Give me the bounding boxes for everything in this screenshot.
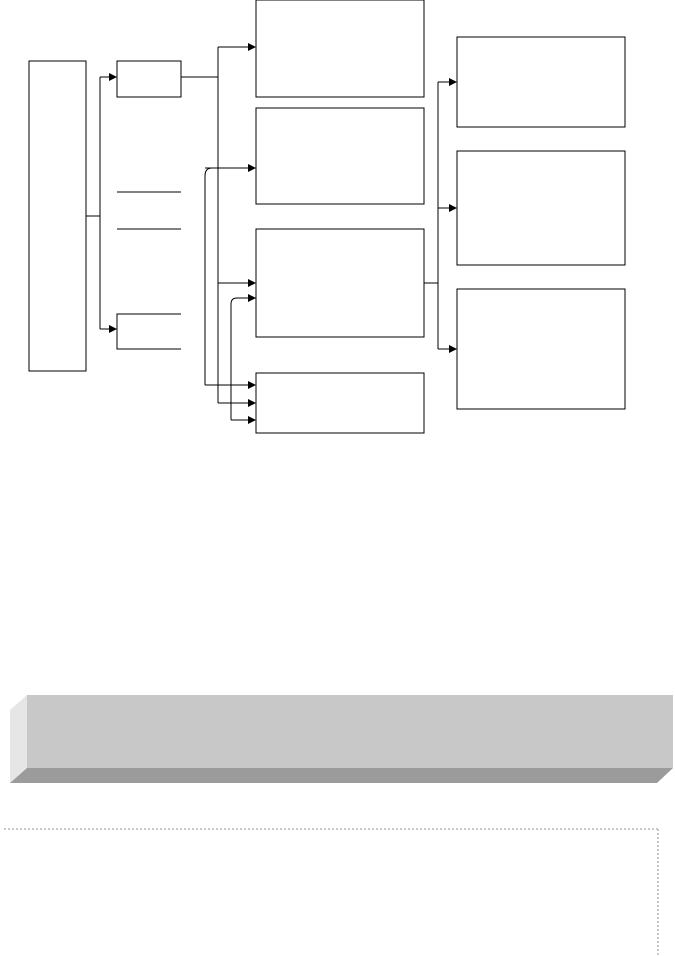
box-level2-b — [255, 107, 425, 205]
curved-connector — [204, 167, 255, 385]
dashed-frame — [4, 828, 659, 956]
box-root — [28, 60, 87, 372]
box-level3-a — [456, 36, 626, 128]
banner — [10, 695, 673, 783]
banner-left-bevel — [10, 695, 27, 783]
box-level1-top — [116, 60, 182, 98]
banner-bottom-bevel — [10, 768, 673, 783]
banner-face — [27, 695, 673, 768]
box-level2-d — [255, 372, 425, 434]
box-level2-a — [255, 0, 425, 98]
box-level2-c — [255, 228, 425, 338]
box-level3-b — [456, 150, 626, 266]
curved-connector — [230, 297, 256, 420]
box-level3-c — [456, 288, 626, 410]
box-level1-bottom — [116, 313, 181, 350]
